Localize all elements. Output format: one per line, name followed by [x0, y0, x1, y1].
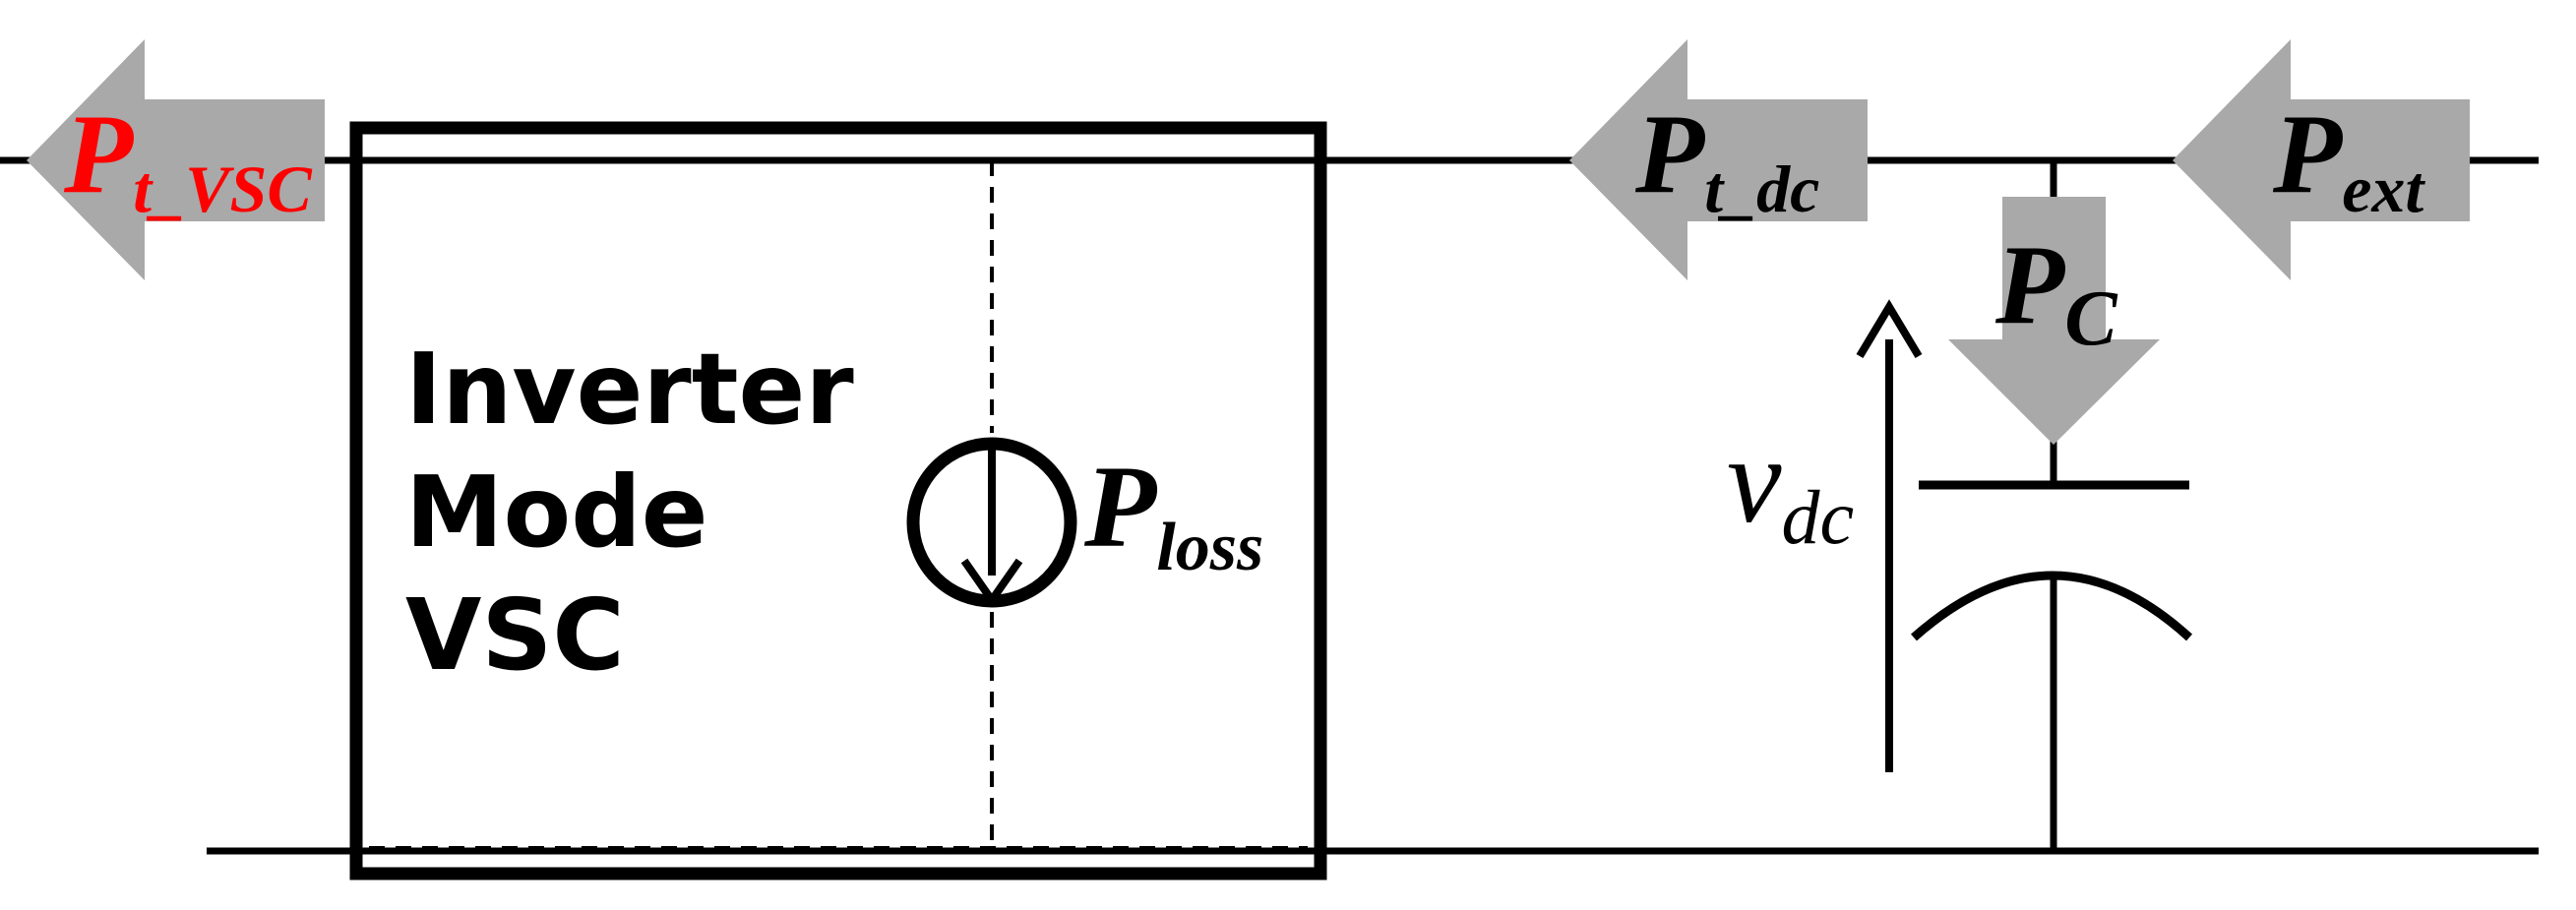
voltage-dc-subscript: dc	[1781, 474, 1854, 560]
power-c-label: PC	[1994, 222, 2118, 362]
power-arrow-vsc	[27, 39, 325, 280]
power-arrow-ext	[2173, 39, 2470, 280]
power-loss-label: Ploss	[1083, 441, 1263, 585]
power-loss-symbol: P	[1083, 441, 1158, 572]
power-ext-subscript: ext	[2342, 152, 2425, 226]
power-arrow-tdc	[1569, 39, 1868, 280]
power-vsc-subscript: t_VSC	[133, 152, 312, 226]
power-c-subscript: C	[2064, 275, 2118, 362]
power-ext-symbol: P	[2272, 91, 2343, 216]
power-tdc-label: Pt_dc	[1634, 91, 1819, 226]
power-tdc-symbol: P	[1634, 91, 1705, 216]
box-label-line-1: Inverter	[405, 332, 854, 447]
power-arrow-capacitor	[1948, 197, 2160, 445]
power-vsc-label: Pt_VSC	[63, 91, 312, 226]
box-label-line-3: VSC	[405, 577, 625, 693]
power-tdc-subscript: t_dc	[1704, 152, 1819, 226]
power-loss-subscript: loss	[1156, 510, 1263, 585]
inverter-box	[349, 121, 1327, 880]
power-ext-label: Pext	[2272, 91, 2425, 226]
voltage-dc-label: vdc	[1727, 413, 1854, 560]
power-c-symbol: P	[1994, 222, 2065, 347]
voltage-arrow-head	[1856, 299, 1923, 359]
voltage-dc-symbol: v	[1727, 413, 1782, 549]
power-vsc-symbol: P	[63, 91, 134, 216]
box-label-line-2: Mode	[405, 455, 708, 570]
capacitor-plate-bottom	[1911, 571, 2193, 641]
loss-current-arrow-head	[960, 558, 1023, 607]
